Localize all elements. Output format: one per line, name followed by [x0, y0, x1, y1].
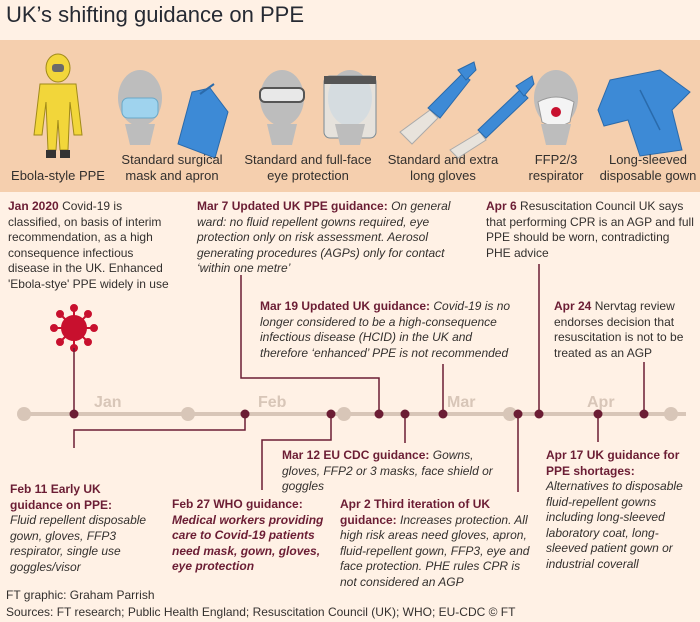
month-divider	[337, 407, 351, 421]
ppe-panel: Ebola-style PPE Standard surgical mask a…	[0, 40, 700, 192]
event-date: Mar 7	[197, 199, 229, 213]
event-feb11: Feb 11 Early UK guidance on PPE: Fluid r…	[10, 482, 152, 575]
ppe-label-ebola: Ebola-style PPE	[11, 168, 105, 183]
event-jan2020: Jan 2020 Covid-19 is classified, on basi…	[8, 199, 176, 292]
ppe-label-respirator: FFP2/3 respirator	[528, 152, 584, 183]
sources: Sources: FT research; Public Health Engl…	[6, 605, 516, 619]
event-dot-feb11	[240, 409, 250, 419]
ppe-label-eye-protection: Standard and full-face eye protection	[244, 152, 372, 183]
event-date: Apr 17	[546, 448, 584, 462]
event-heading: Early UK guidance on PPE:	[10, 482, 113, 512]
event-dot-apr24	[639, 409, 649, 419]
event-text: Covid-19 is classified, on basis of inte…	[8, 199, 169, 291]
event-apr6: Apr 6 Resuscitation Council UK says that…	[486, 199, 694, 261]
event-apr2: Apr 2 Third iteration of UK guidance: In…	[340, 497, 530, 590]
month-label-mar: Mar	[447, 394, 475, 411]
event-text: Covid-19 is no longer considered to be a…	[260, 299, 511, 360]
month-label-apr: Apr	[587, 394, 615, 411]
event-text: Increases protection. All high risk area…	[340, 512, 530, 589]
event-apr24: Apr 24 Nervtag review endorses decision …	[554, 299, 696, 361]
event-heading: Updated UK PPE guidance:	[231, 199, 388, 213]
event-dot-mar19	[438, 409, 448, 419]
gown-icon	[597, 69, 691, 157]
event-heading: Third iteration of UK guidance:	[340, 497, 491, 527]
apron-icon	[177, 83, 229, 159]
event-dot-jan2020	[69, 409, 79, 419]
goggles-head-icon	[259, 70, 305, 145]
surgical-mask-head-icon	[118, 70, 162, 145]
month-divider	[503, 407, 517, 421]
month-divider	[181, 407, 195, 421]
month-label-feb: Feb	[258, 394, 287, 411]
event-feb27: Feb 27 WHO guidance: Medical workers pro…	[172, 497, 332, 575]
event-date: Mar 19	[260, 299, 299, 313]
event-text: Resuscitation Council UK says that perfo…	[486, 199, 694, 260]
event-dot-feb27	[326, 409, 336, 419]
event-text: Medical workers providing care to Covid-…	[172, 512, 324, 574]
event-mar12: Mar 12 EU CDC guidance: Gowns, gloves, F…	[282, 448, 504, 495]
event-heading: WHO guidance:	[213, 497, 303, 511]
event-dots	[69, 409, 649, 419]
event-date: Mar 12	[282, 448, 321, 462]
event-apr17: Apr 17 UK guidance for PPE shortages: Al…	[546, 448, 696, 572]
event-heading: Updated UK guidance:	[301, 299, 431, 313]
respirator-head-icon	[534, 70, 578, 145]
event-dot-mar7	[374, 409, 384, 419]
ppe-label-gown: Long-sleeved disposable gown	[599, 152, 697, 183]
timeline-start-dot	[17, 407, 31, 421]
ppe-illustrations	[33, 53, 691, 159]
month-label-jan: Jan	[94, 394, 122, 411]
gloves-icon	[399, 61, 535, 159]
event-mar19: Mar 19 Updated UK guidance: Covid-19 is …	[260, 299, 522, 361]
event-date: Feb 11	[10, 482, 48, 496]
ppe-label-gloves: Standard and extra long gloves	[387, 152, 499, 183]
ppe-label-surgical-mask: Standard surgical mask and apron	[121, 152, 223, 183]
event-text: Fluid repellent disposable gown, gloves,…	[10, 513, 147, 574]
event-dot-mar12	[400, 409, 410, 419]
timeline-end-dot	[664, 407, 678, 421]
event-text: Alternatives to disposable fluid-repelle…	[546, 479, 683, 571]
event-date: Apr 24	[554, 299, 592, 313]
coronavirus-icon	[50, 304, 98, 352]
event-date: Feb 27	[172, 497, 211, 511]
event-heading: UK guidance for PPE shortages:	[546, 448, 680, 478]
event-date: Apr 2	[340, 497, 371, 511]
event-dot-apr17	[593, 409, 603, 419]
event-text: On general ward: no fluid repellent gown…	[197, 199, 451, 275]
event-date: Jan 2020	[8, 199, 59, 213]
page-title: UK’s shifting guidance on PPE	[6, 2, 304, 27]
event-dot-apr6	[534, 409, 544, 419]
event-text: Gowns, gloves, FFP2 or 3 masks, face shi…	[282, 448, 493, 493]
event-dot-apr2	[513, 409, 523, 419]
graphic-credit: FT graphic: Graham Parrish	[6, 588, 155, 602]
face-shield-head-icon	[323, 70, 377, 145]
hazmat-suit-icon	[33, 53, 83, 158]
event-leaders	[73, 264, 645, 492]
event-mar7: Mar 7 Updated UK PPE guidance: On genera…	[197, 199, 457, 277]
event-text: Nervtag review endorses decision that re…	[554, 299, 684, 360]
event-date: Apr 6	[486, 199, 517, 213]
event-heading: EU CDC guidance:	[323, 448, 430, 462]
